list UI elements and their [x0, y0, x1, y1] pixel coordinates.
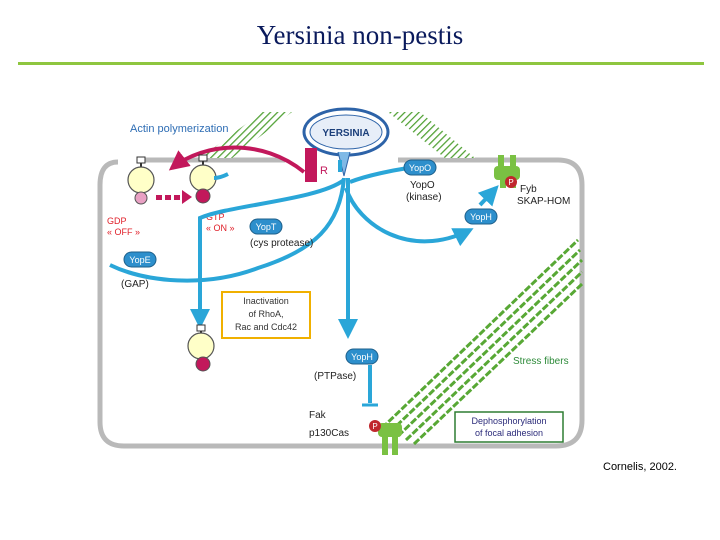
rho-gtp-complex [189, 154, 217, 204]
inactivation-box [221, 291, 311, 339]
yoph-upper-pill: YopH [464, 208, 498, 225]
rho-inactivated [187, 324, 215, 372]
actin-polymerization-label: Actin polymerization [130, 123, 228, 135]
ptpase-label: (PTPase) [314, 371, 356, 382]
yoph-upper-pill-label: YopH [470, 212, 492, 222]
dephosphorylation-box [454, 411, 564, 443]
yersinia-label: YERSINIA [322, 128, 369, 139]
inactivation-line3: Rac and Cdc42 [235, 322, 297, 332]
p130cas-label: p130Cas [309, 428, 349, 439]
yopt-pill-label: YopT [256, 222, 277, 232]
yope-pill-label: YopE [129, 255, 150, 265]
gdp-to-gtp-arrow [156, 190, 192, 204]
title-divider [18, 62, 704, 65]
phospho-label-lower: P [372, 422, 377, 431]
cell-membrane [97, 157, 585, 449]
focal-adhesion-complex: P [369, 420, 402, 455]
on-label: « ON » [206, 223, 235, 233]
yopo-label: YopO [410, 180, 435, 191]
phospho-label-upper: P [508, 178, 513, 187]
translocation-arrows [109, 160, 499, 407]
receptor-to-rho-arrow [168, 145, 306, 174]
gap-label: (GAP) [121, 279, 149, 290]
skap-hom-label: SKAP-HOM [517, 196, 570, 207]
yersinia-cell-inner [309, 114, 383, 150]
inactivation-line1: Inactivation [243, 296, 289, 306]
inactivation-line2: of RhoA, [248, 309, 283, 319]
cys-protease-label: (cys protease) [250, 238, 313, 249]
receptor-label: R [320, 165, 328, 177]
stress-fibers-label: Stress fibers [513, 356, 569, 367]
gdp-label: GDP [107, 216, 127, 226]
yopo-pill: YopO [403, 159, 437, 176]
yope-pill: YopE [123, 251, 157, 268]
receptor [305, 148, 317, 182]
dephos-line1: Dephosphorylation [471, 416, 546, 426]
gtp-label: GTP [206, 212, 225, 222]
off-label: « OFF » [107, 227, 140, 237]
yoph-lower-pill: YopH [345, 348, 379, 365]
yopt-pill: YopT [249, 218, 283, 235]
fak-label: Fak [309, 410, 327, 421]
fyb-complex: P [494, 155, 520, 188]
fyb-label: Fyb [520, 184, 537, 195]
yopo-pill-label: YopO [409, 163, 431, 173]
rho-gdp-complex [127, 156, 155, 205]
yoph-lower-pill-label: YopH [351, 352, 373, 362]
actin-cable-right [388, 112, 475, 158]
page-title: Yersinia non-pestis [256, 20, 464, 50]
stress-fibers [380, 238, 584, 446]
citation: Cornelis, 2002. [603, 461, 677, 473]
dephos-line2: of focal adhesion [475, 428, 543, 438]
kinase-label: (kinase) [406, 192, 442, 203]
